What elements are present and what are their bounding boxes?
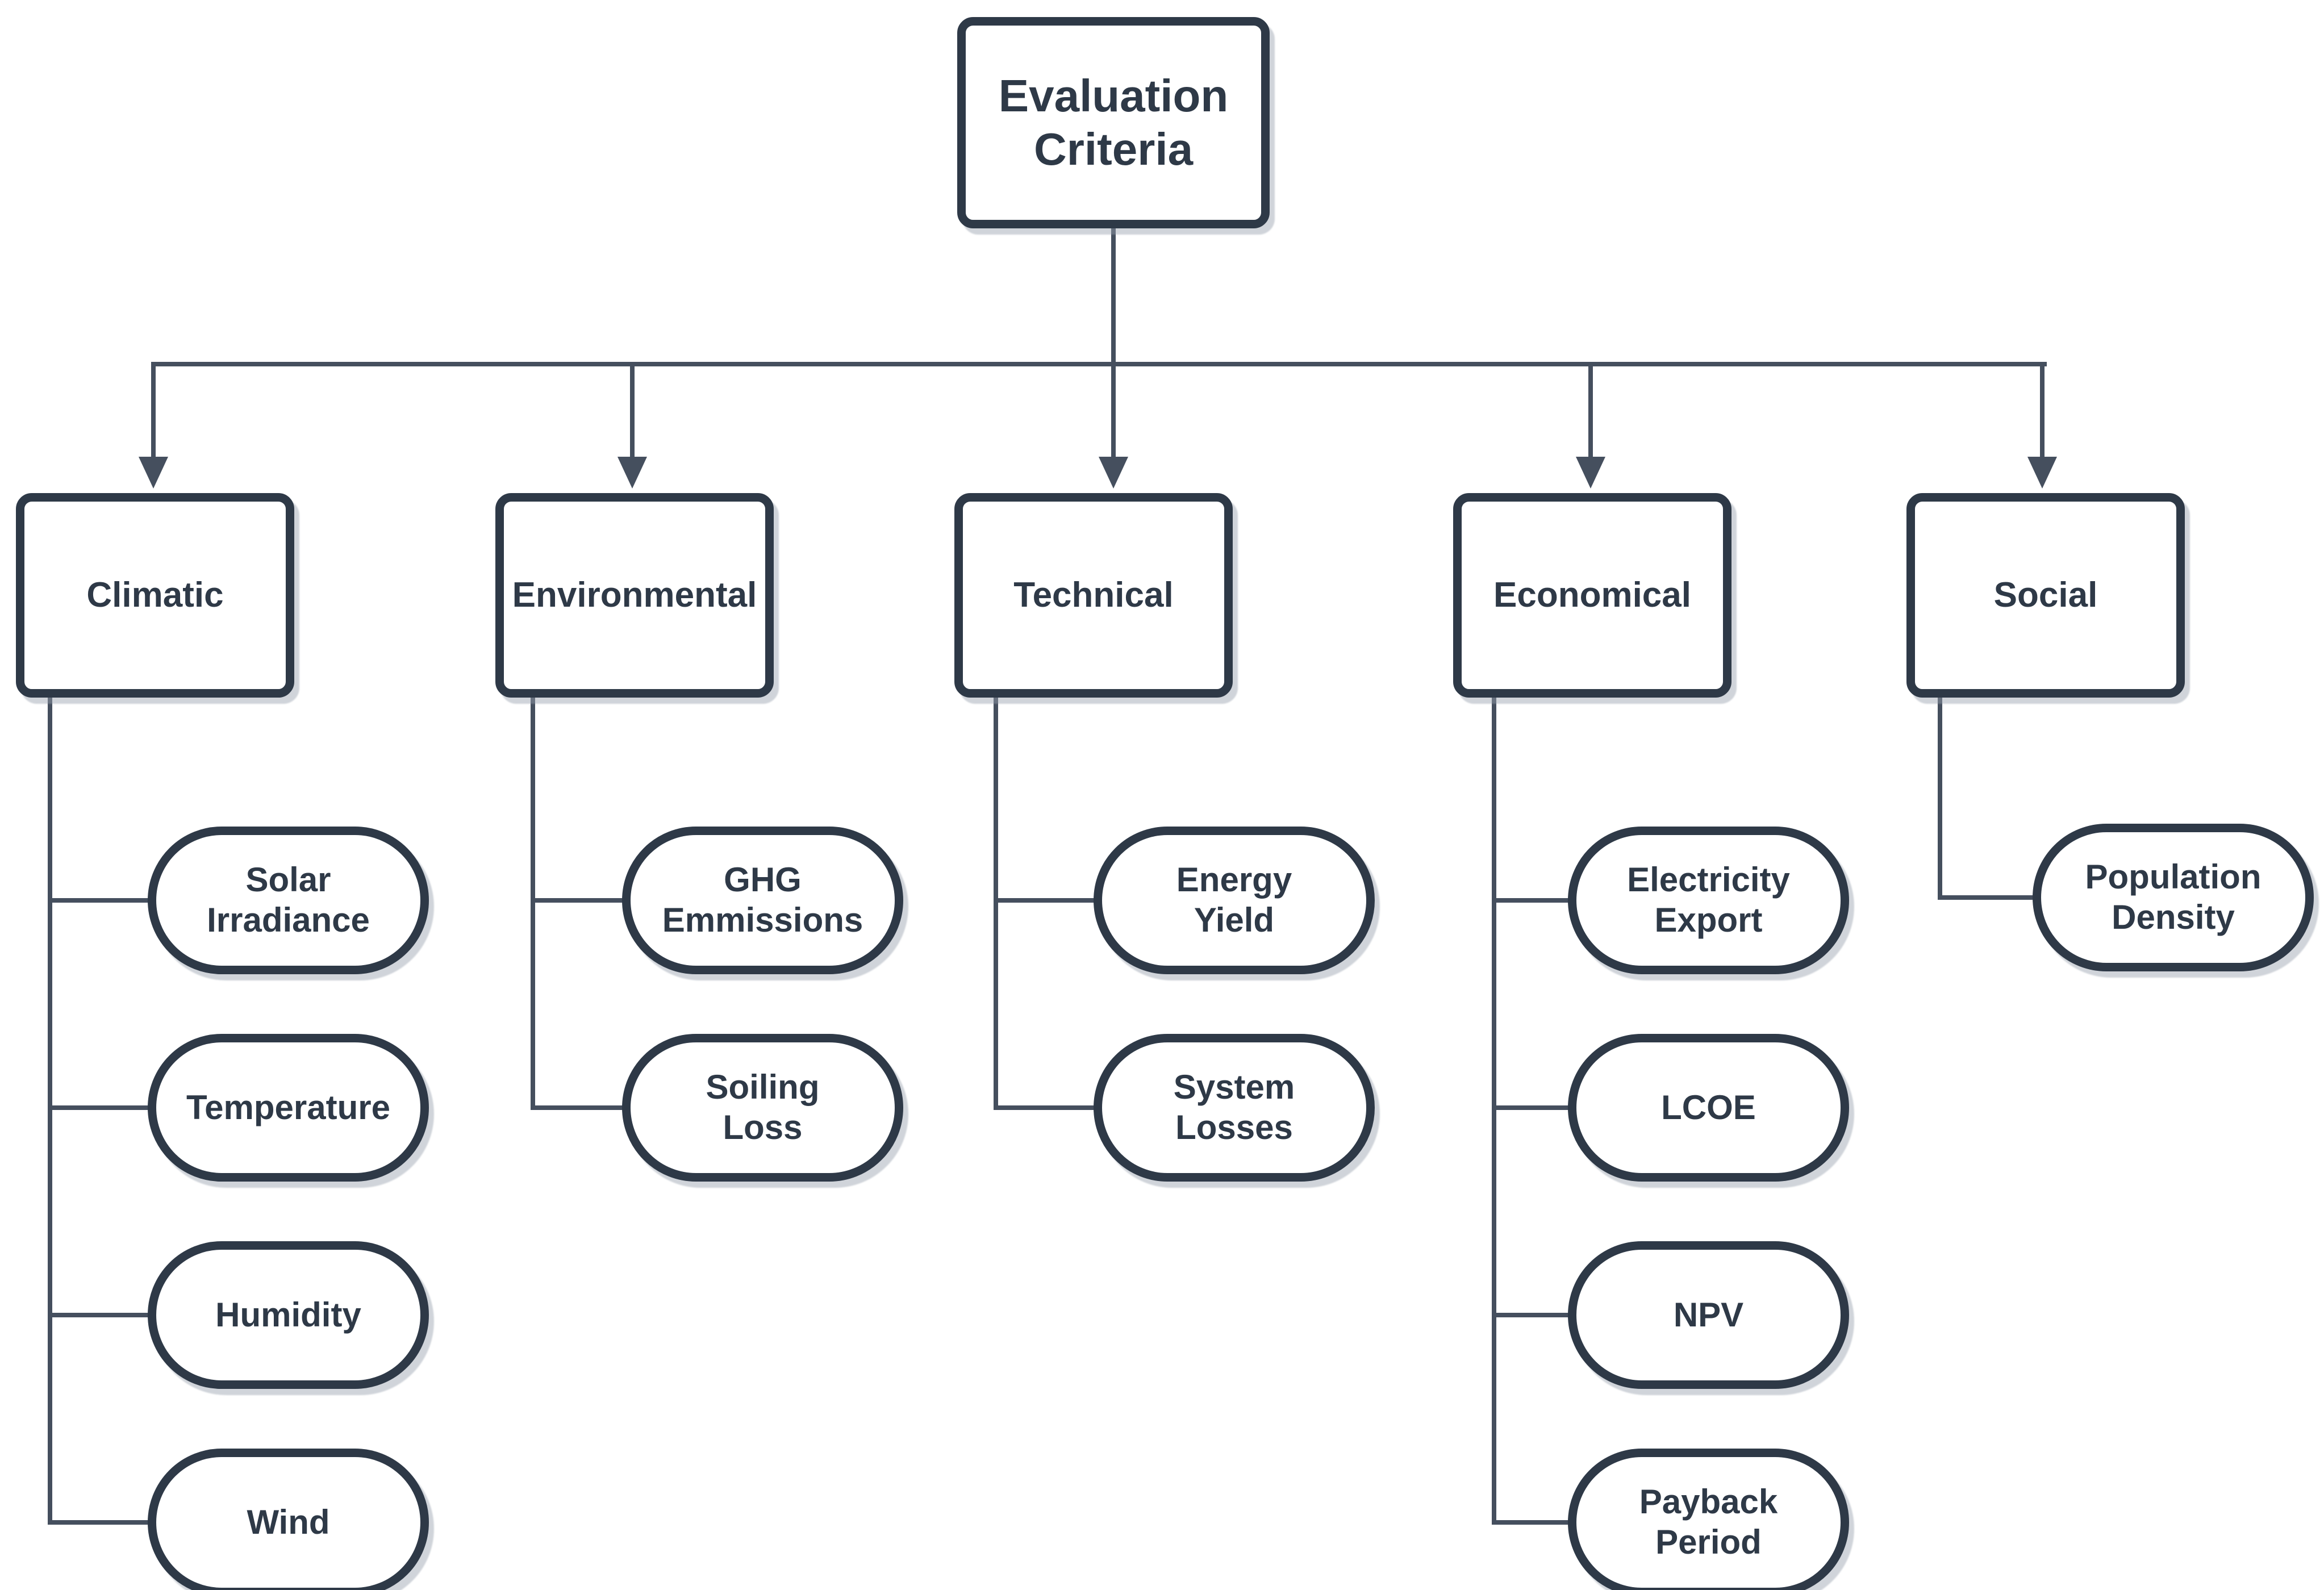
node-npv: NPV — [1568, 1241, 1849, 1389]
connector-stub-lcoe — [1492, 1105, 1571, 1110]
arrowhead-environmental — [617, 457, 647, 489]
node-label: Climatic — [86, 575, 224, 615]
connector-root-stem — [1111, 227, 1116, 366]
node-label: Wind — [247, 1503, 330, 1541]
connector-stub-electricity-export — [1492, 898, 1571, 903]
node-electricity-export: Electricity Export — [1568, 827, 1849, 974]
node-label: Social — [1993, 575, 2098, 615]
connector-stub-humidity — [48, 1313, 151, 1317]
node-solar-irradiance: Solar Irradiance — [148, 827, 429, 974]
connector-stub-solar-irradiance — [48, 898, 151, 903]
connector-branch-climatic — [48, 696, 52, 1525]
node-climatic: Climatic — [16, 493, 294, 698]
node-payback-period: Payback Period — [1568, 1449, 1849, 1590]
node-label: Soiling Loss — [706, 1068, 820, 1146]
node-label: Solar Irradiance — [207, 861, 370, 939]
connector-drop-social — [2040, 364, 2045, 460]
node-label: Humidity — [215, 1295, 361, 1334]
node-label: Temperature — [186, 1088, 390, 1126]
connector-stub-system-losses — [994, 1105, 1096, 1110]
connector-stub-energy-yield — [994, 898, 1096, 903]
connector-trunk — [151, 362, 2047, 366]
connector-drop-technical — [1111, 364, 1116, 460]
connector-stub-population-density — [1938, 895, 2035, 900]
connector-stub-payback-period — [1492, 1520, 1571, 1525]
arrowhead-social — [2027, 457, 2057, 489]
node-label: Electricity Export — [1627, 861, 1790, 939]
connector-drop-environmental — [630, 364, 635, 460]
node-label: Environmental — [512, 575, 757, 615]
node-label: System Losses — [1173, 1068, 1295, 1146]
connector-stub-npv — [1492, 1313, 1571, 1317]
node-lcoe: LCOE — [1568, 1034, 1849, 1182]
node-label: GHG Emmissions — [662, 861, 863, 939]
connector-drop-climatic — [151, 364, 156, 460]
connector-stub-soiling-loss — [531, 1105, 625, 1110]
arrowhead-climatic — [139, 457, 168, 489]
node-label: Payback Period — [1639, 1483, 1778, 1561]
node-soiling-loss: Soiling Loss — [622, 1034, 903, 1182]
node-ghg-emmissions: GHG Emmissions — [622, 827, 903, 974]
node-label: Energy Yield — [1176, 861, 1292, 939]
node-environmental: Environmental — [495, 493, 774, 698]
node-humidity: Humidity — [148, 1241, 429, 1389]
connector-branch-environmental — [531, 696, 535, 1110]
node-label: Technical — [1013, 575, 1174, 615]
connector-drop-economical — [1588, 364, 1593, 460]
connector-stub-temperature — [48, 1105, 151, 1110]
node-temperature: Temperature — [148, 1034, 429, 1182]
node-label: NPV — [1673, 1295, 1744, 1334]
node-energy-yield: Energy Yield — [1094, 827, 1375, 974]
node-social: Social — [1906, 493, 2185, 698]
node-economical: Economical — [1453, 493, 1731, 698]
node-label: Economical — [1493, 575, 1691, 615]
node-label: Population Density — [2085, 858, 2262, 936]
node-system-losses: System Losses — [1094, 1034, 1375, 1182]
connector-stub-ghg-emmissions — [531, 898, 625, 903]
node-evaluation-criteria: Evaluation Criteria — [957, 17, 1270, 228]
arrowhead-technical — [1099, 457, 1128, 489]
node-label: Evaluation Criteria — [998, 70, 1229, 174]
connector-branch-social — [1938, 696, 1942, 900]
node-population-density: Population Density — [2033, 824, 2314, 971]
connector-branch-technical — [994, 696, 998, 1110]
node-technical: Technical — [954, 493, 1233, 698]
node-label: LCOE — [1661, 1088, 1756, 1126]
node-wind: Wind — [148, 1449, 429, 1590]
connector-stub-wind — [48, 1520, 151, 1525]
connector-branch-economical — [1492, 696, 1496, 1525]
arrowhead-economical — [1576, 457, 1605, 489]
